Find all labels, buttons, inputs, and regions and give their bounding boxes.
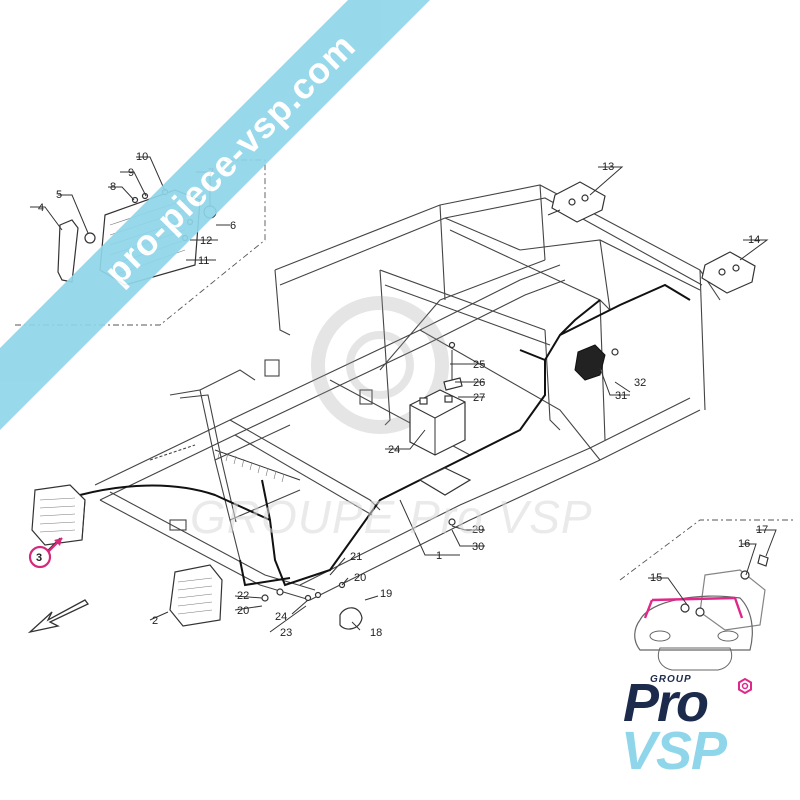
callout-11: 11 <box>198 255 209 267</box>
headlight-left <box>31 484 86 546</box>
wiring-harness <box>79 283 691 587</box>
callout-14: 14 <box>748 234 760 246</box>
callout-29: 29 <box>472 524 484 536</box>
callout-27: 26 <box>473 377 485 389</box>
callout-21: 21 <box>350 551 362 563</box>
callout-1: 1 <box>436 550 442 562</box>
callout-2: 2 <box>152 615 158 627</box>
callout-4: 4 <box>38 202 44 214</box>
callout-30: 30 <box>472 541 484 553</box>
callout-20-lower: 20 <box>237 605 249 617</box>
brand-logo: GROUP Pro VSP <box>615 670 790 785</box>
callout-9: 9 <box>128 167 134 179</box>
watermark-ring <box>311 296 449 434</box>
leader-lines <box>30 156 777 633</box>
rear-light-right <box>701 251 756 294</box>
callout-12: 12 <box>200 235 212 247</box>
callout-24: 24 <box>275 611 287 623</box>
callout-16: 16 <box>738 538 750 550</box>
callout-26: 25 <box>473 359 485 371</box>
callout-28: 27 <box>473 392 485 404</box>
battery <box>409 389 466 456</box>
rear-light-left <box>547 181 606 223</box>
callout-18: 18 <box>370 627 382 639</box>
hex-nut-icon <box>738 678 752 694</box>
callout-22: 22 <box>237 590 249 602</box>
headlight-right <box>169 564 223 627</box>
callout-labels: 4 5 8 9 10 7 6 12 11 13 14 25 26 27 24 3… <box>28 151 768 639</box>
callout-10: 10 <box>136 151 148 163</box>
logo-vsp-text: VSP <box>621 721 727 781</box>
highlight-ring <box>28 545 52 569</box>
callout-13: 13 <box>602 161 614 173</box>
logo-group-text: GROUP <box>650 674 692 685</box>
callout-5: 5 <box>56 189 62 201</box>
chassis-frame <box>94 184 721 601</box>
callout-31: 31 <box>615 390 627 402</box>
front-hardware <box>261 341 463 630</box>
highlight-arrowhead <box>54 538 62 546</box>
callout-3: 3 <box>36 552 42 564</box>
callout-20-upper: 20 <box>354 572 366 584</box>
logo-pro-text: Pro <box>623 673 709 733</box>
callout-19: 19 <box>380 588 392 600</box>
battery-tray <box>418 467 472 496</box>
inset-car-outline <box>619 519 795 671</box>
callout-17: 17 <box>756 524 768 536</box>
direction-arrow-icon <box>27 599 89 634</box>
callout-23: 23 <box>280 627 292 639</box>
callout-8: 8 <box>110 181 116 193</box>
callout-25: 24 <box>388 444 400 456</box>
text-watermark: GROUPE Pro VSP <box>190 491 593 543</box>
callout-6: 6 <box>230 220 236 232</box>
callout-32: 32 <box>634 377 646 389</box>
relay-box <box>574 344 619 381</box>
callout-15: 15 <box>650 572 662 584</box>
